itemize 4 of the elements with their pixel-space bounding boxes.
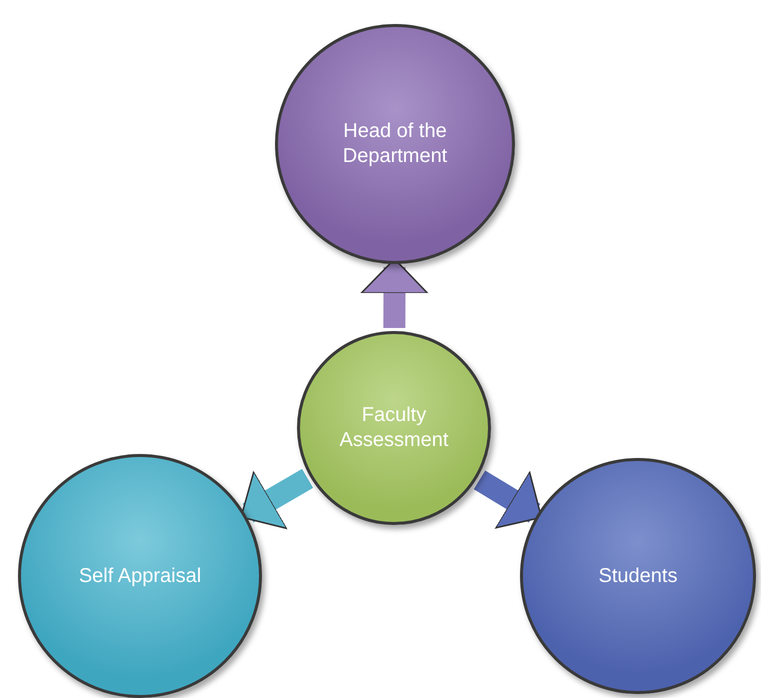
node-label: Faculty Assessment [338,403,450,453]
node-label: Head of the Department [342,119,448,169]
node-label: Self Appraisal [78,564,202,588]
node-label: Students [598,564,678,588]
